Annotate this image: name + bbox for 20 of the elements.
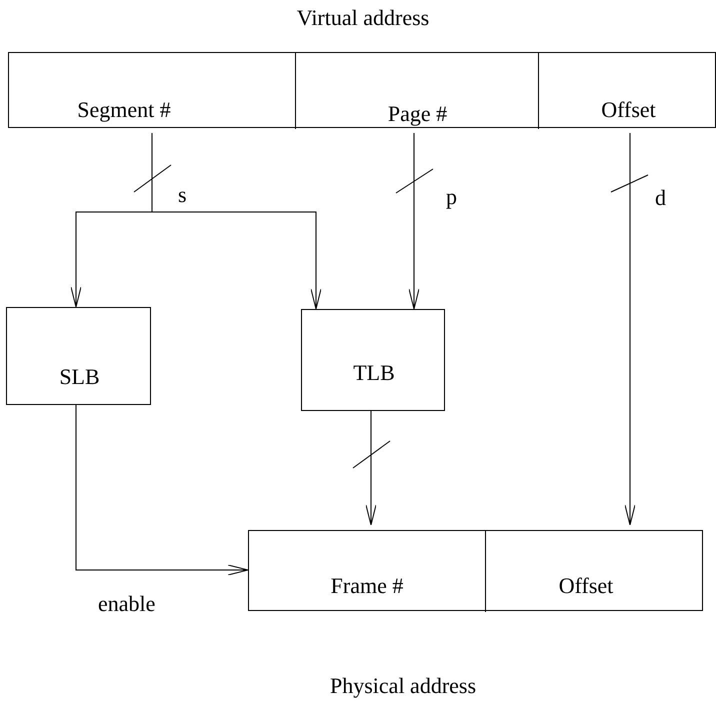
- arrow: [152, 132, 322, 310]
- arrow: [408, 132, 420, 310]
- field-label: Offset: [558, 573, 614, 599]
- bus-width-label: s: [178, 182, 187, 208]
- box-label: TLB: [352, 360, 396, 386]
- bus-width-label: d: [655, 185, 666, 211]
- lookup-box: [6, 307, 151, 405]
- field-label: Offset: [600, 97, 657, 123]
- field-label: Frame #: [330, 573, 404, 599]
- arrow: [366, 410, 376, 526]
- bus-width-label: p: [446, 184, 457, 210]
- arrow: [76, 404, 248, 576]
- field-label: Page #: [386, 101, 448, 127]
- field-label: Segment #: [76, 97, 172, 123]
- address-title: Physical address: [330, 673, 476, 699]
- address-title: Virtual address: [296, 5, 430, 31]
- lookup-box: [301, 309, 445, 411]
- arrow: [624, 132, 636, 526]
- address-bar: [248, 530, 703, 611]
- box-label: SLB: [58, 364, 101, 390]
